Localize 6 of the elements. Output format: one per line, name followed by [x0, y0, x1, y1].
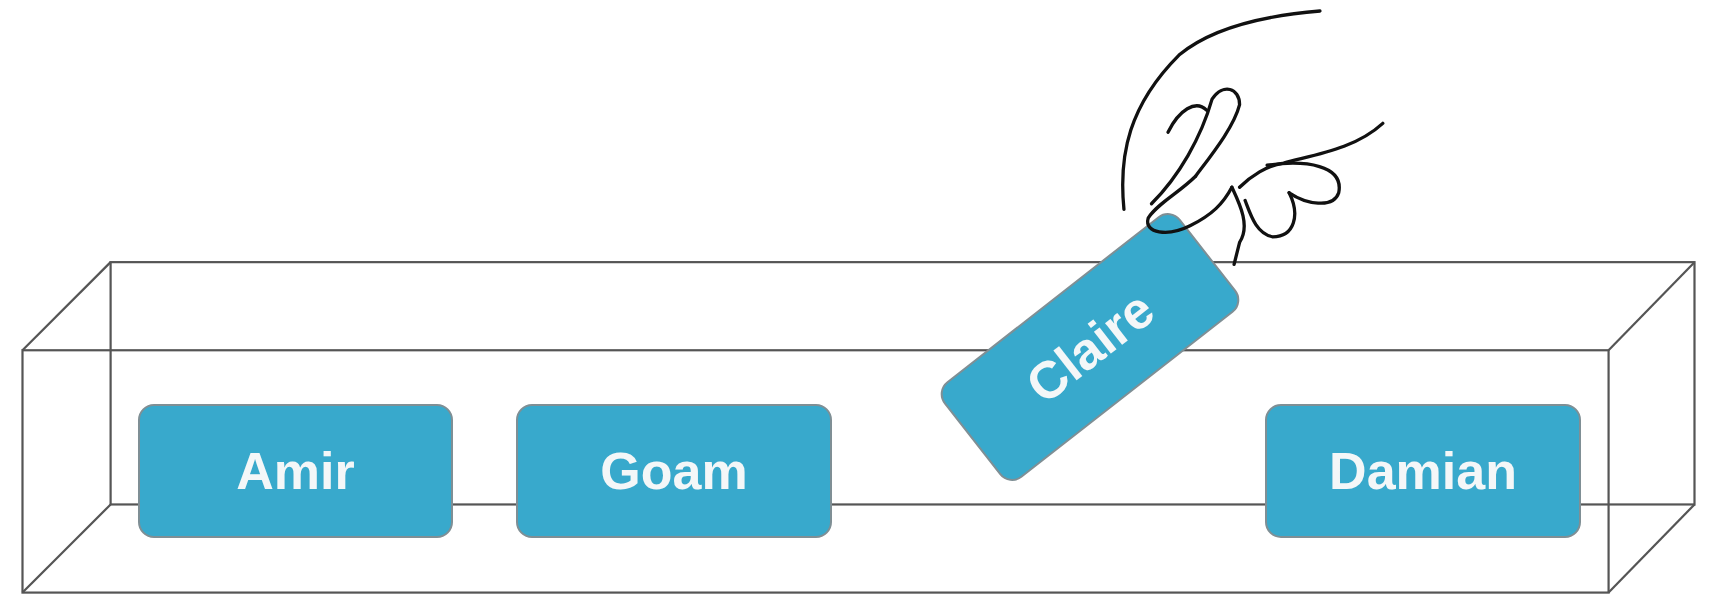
- name-card: [1265, 404, 1581, 538]
- name-card: [516, 404, 832, 538]
- name-text: Goam: [600, 441, 748, 501]
- name-text: Damian: [1329, 441, 1517, 501]
- name-card: [138, 404, 453, 538]
- name-text: Amir: [236, 441, 355, 501]
